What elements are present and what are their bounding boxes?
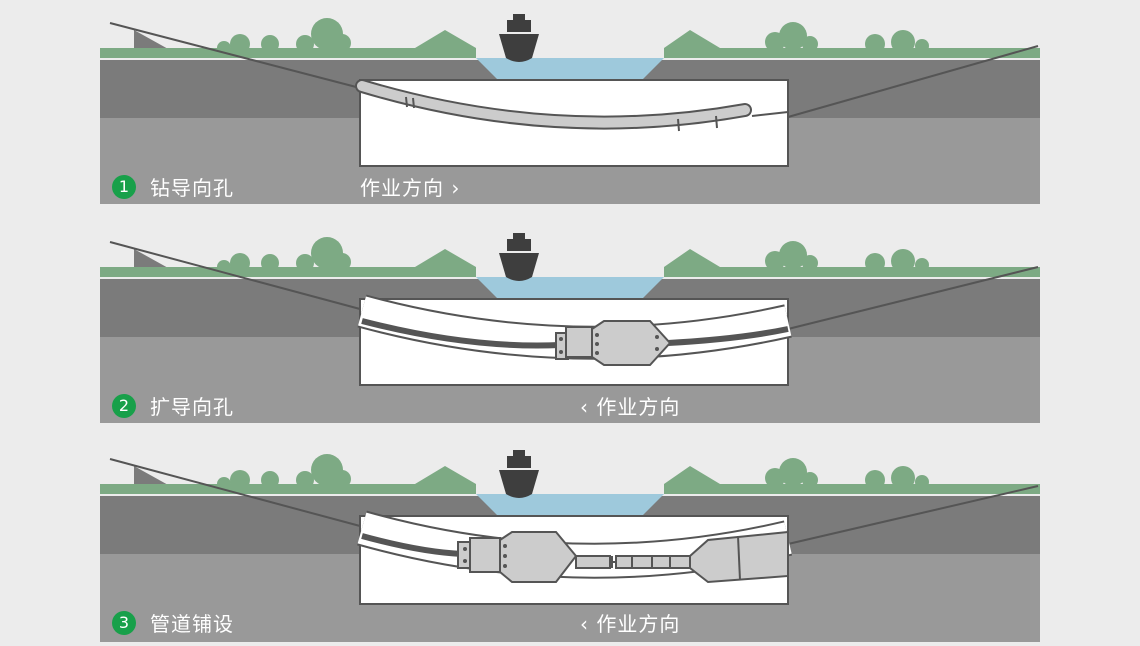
reamer-bolts xyxy=(559,333,659,355)
step-title: 扩导向孔 xyxy=(150,395,234,419)
drill-line-left xyxy=(109,22,361,89)
scene-pipe-laying xyxy=(100,450,1040,642)
drill-line-left xyxy=(109,458,361,527)
drill-line-left xyxy=(109,241,361,310)
step-number-badge: 3 xyxy=(112,610,136,635)
reamer-icon xyxy=(457,531,578,583)
pipe-icon xyxy=(575,530,789,584)
drill-line-right xyxy=(787,266,1039,330)
step-panel-2: 2 扩导向孔 ‹ 作业方向 xyxy=(0,219,1140,429)
drill-line-right xyxy=(787,45,1039,118)
drill-rod xyxy=(667,326,789,346)
drill-line-right xyxy=(787,485,1039,545)
reamer-bolts xyxy=(463,544,507,568)
step-panel-1: 1 钻导向孔 作业方向 › xyxy=(0,0,1140,210)
step-label: 3 管道铺设 xyxy=(112,608,234,637)
direction-label: 作业方向 › xyxy=(360,176,461,200)
grass-right xyxy=(664,466,1040,494)
step-number-badge: 1 xyxy=(112,174,136,199)
scene-drilling xyxy=(100,14,1040,204)
step-label: 2 扩导向孔 xyxy=(112,391,234,420)
river xyxy=(476,58,664,80)
river xyxy=(476,277,664,299)
ship-icon xyxy=(499,233,539,281)
reamer-icon xyxy=(555,320,672,366)
direction-label: ‹ 作业方向 xyxy=(580,612,681,636)
building-icon xyxy=(134,466,170,486)
drill-rod xyxy=(361,318,561,349)
ship-icon xyxy=(499,450,539,498)
grass-right xyxy=(664,30,1040,58)
grass-left xyxy=(100,249,476,277)
river xyxy=(476,494,664,516)
step-number-badge: 2 xyxy=(112,393,136,418)
step-title: 钻导向孔 xyxy=(150,176,234,200)
drill-head-icon xyxy=(751,111,789,117)
grass-left xyxy=(100,466,476,494)
step-title: 管道铺设 xyxy=(150,612,234,636)
step-panel-3: 3 管道铺设 ‹ 作业方向 xyxy=(0,436,1140,646)
grass-right xyxy=(664,249,1040,277)
swivel-connector xyxy=(610,556,616,568)
step-label: 1 钻导向孔 xyxy=(112,172,234,201)
drill-rod xyxy=(361,533,463,557)
direction-label: ‹ 作业方向 xyxy=(580,395,681,419)
bore-marks xyxy=(405,96,718,132)
building-icon xyxy=(134,249,170,269)
building-icon xyxy=(134,30,170,50)
grass-left xyxy=(100,30,476,58)
scene-reaming xyxy=(100,233,1040,423)
ship-icon xyxy=(499,14,539,62)
